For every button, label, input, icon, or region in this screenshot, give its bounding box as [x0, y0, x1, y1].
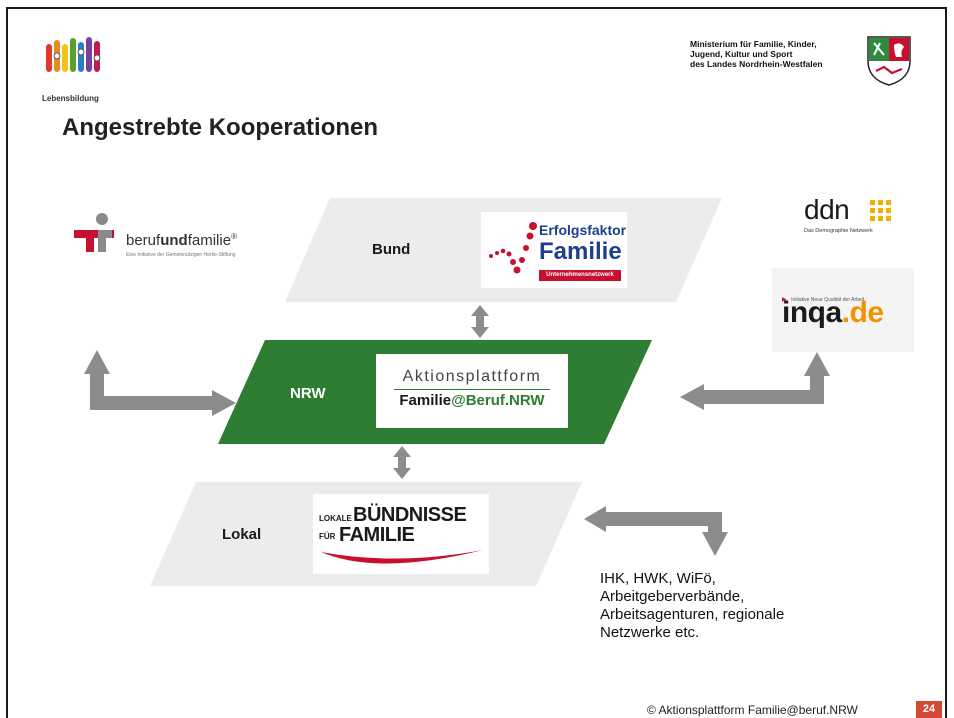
arrow-left-elbow [84, 350, 236, 416]
coat-of-arms-icon [867, 36, 911, 86]
ddn-subline: Das Demographie Netzwerk [804, 228, 873, 234]
buendnisse-small-2: FÜR [319, 532, 336, 541]
slide-frame [6, 7, 947, 718]
ministry-name: Ministerium für Familie, Kinder, Jugend,… [690, 39, 860, 69]
ddn-dots-icon [870, 200, 891, 221]
ministry-line-1: Ministerium für Familie, Kinder, [690, 39, 817, 49]
berufundfamilie-mark-icon [74, 213, 114, 252]
org-logo [42, 34, 114, 106]
aktionsplattform-logo: Aktionsplattform Familie@Beruf.NRW [376, 354, 568, 428]
inqa-part-1: inqa [782, 296, 842, 329]
inqa-arrow-icon: ▶ [782, 297, 787, 303]
beruf-reg: ® [231, 232, 237, 241]
berufundfamilie-wordmark: berufundfamilie® [126, 232, 237, 249]
ministry-line-3: des Landes Nordrhein-Westfalen [690, 59, 823, 69]
buendnisse-big-2: FAMILIE [339, 524, 415, 546]
page-number-badge: 24 [916, 701, 942, 718]
erfolgsfaktor-line-2: Familie [539, 238, 622, 265]
arrow-nrw-lokal [393, 446, 411, 479]
partners-line-3: Arbeitsagenturen, regionale [600, 606, 785, 623]
aktionsplattform-line-2: Familie@Beruf.NRW [376, 392, 568, 409]
partners-line-4: Netzwerke etc. [600, 624, 700, 641]
aktionsplattform-beruf: @Beruf.NRW [451, 392, 545, 409]
inqa-logo: ▶ Initiative Neue Qualität der Arbeit in… [772, 268, 914, 352]
lokale-buendnisse-logo: LOKALE BÜNDNISSE FÜR FAMILIE [313, 494, 489, 574]
partners-line-2: Arbeitgeberverbände, [600, 588, 745, 605]
footer-copyright: © Aktionsplattform Familie@beruf.NRW [647, 703, 858, 717]
ddn-logo: ddn Das Demographie Netzwerk [800, 194, 910, 242]
level-label-bund: Bund [372, 241, 411, 258]
arrow-right-elbow [680, 352, 830, 410]
inqa-wordmark: inqa.de [782, 296, 884, 330]
inqa-part-2: .de [841, 296, 884, 329]
level-label-nrw: NRW [290, 385, 326, 402]
beruf-part-1: beruf [126, 232, 161, 249]
level-label-lokal: Lokal [222, 526, 262, 543]
erfolgsfaktor-line-1: Erfolgsfaktor [539, 222, 627, 238]
buendnisse-small-1: LOKALE [319, 514, 352, 523]
nrw-coat-of-arms [866, 35, 912, 87]
inqa-small-text: ▶ Initiative Neue Qualität der Arbeit [782, 288, 864, 306]
checkmark-dots-icon [489, 222, 537, 274]
berufundfamilie-logo: berufundfamilie® Eine Initiative der Gem… [70, 212, 250, 272]
inqa-small-label: Initiative Neue Qualität der Arbeit [791, 297, 865, 303]
aktionsplattform-familie: Familie [399, 392, 452, 409]
swoosh-icon [321, 550, 483, 564]
org-logo-label: Lebensbildung [42, 94, 99, 103]
arrow-lokal-partners [584, 506, 728, 556]
aktionsplattform-line-1: Aktionsplattform [402, 368, 542, 385]
erfolgsfaktor-line-3: Unternehmensnetzwerk [539, 270, 621, 281]
arrow-bund-nrw [471, 305, 489, 338]
ministry-line-2: Jugend, Kultur und Sport [690, 49, 793, 59]
erfolgsfaktor-familie-logo: Erfolgsfaktor Familie Unternehmensnetzwe… [481, 212, 627, 288]
beruf-part-3: familie [187, 232, 232, 249]
partners-line-1: IHK, HWK, WiFö, [600, 570, 716, 587]
aktionsplattform-underline [394, 389, 550, 390]
beruf-part-2: und [160, 232, 188, 249]
buendnisse-big-1: BÜNDNISSE [353, 504, 467, 526]
page-title: Angestrebte Kooperationen [62, 114, 379, 141]
berufundfamilie-subline: Eine Initiative der Gemeinnützigen Herti… [126, 252, 236, 258]
ddn-wordmark: ddn [804, 194, 850, 225]
partners-text: IHK, HWK, WiFö, Arbeitgeberverbände, Arb… [600, 570, 860, 642]
org-logo-icon [46, 37, 101, 72]
